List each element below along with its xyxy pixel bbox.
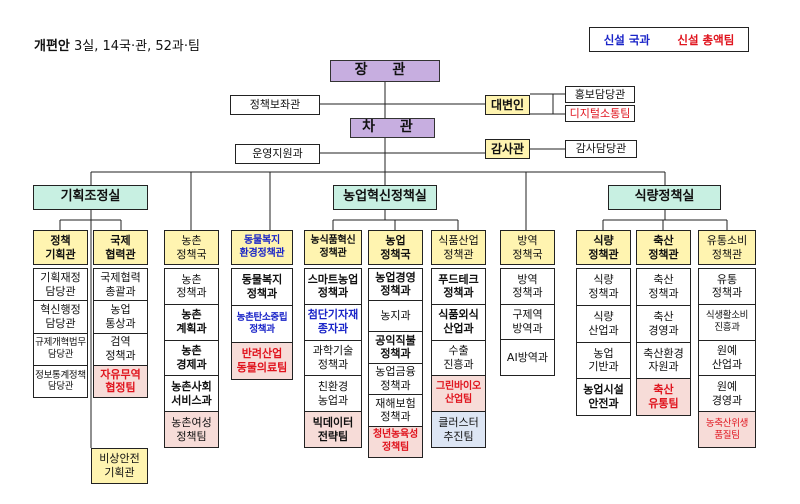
legend-new-bureau: 신설 국과 [603, 32, 651, 47]
minister-box: 장 관 [330, 60, 440, 82]
office-food: 식량정책실 [608, 185, 721, 210]
legend-new-team: 신설 총액팀 [677, 32, 735, 47]
digital-team-box: 디지털소통팀 [565, 105, 635, 122]
office-planning: 기획조정실 [33, 185, 148, 210]
pr-officer-box: 홍보담당관 [565, 86, 635, 103]
unit-cell: 농지과 [369, 299, 422, 332]
vice-minister-box: 차 관 [350, 118, 435, 138]
audit-officer-box: 감사담당관 [565, 140, 637, 158]
audit-box: 감사관 [485, 139, 530, 159]
ops-support-box: 운영지원과 [235, 144, 320, 164]
legend: 신설 국과 신설 총액팀 [589, 27, 749, 52]
policy-advisor-box: 정책보좌관 [230, 95, 320, 115]
spokesperson-box: 대변인 [485, 95, 530, 115]
unit-cell: AI방역과 [501, 339, 554, 375]
office-innovation: 농업혁신정책실 [333, 185, 437, 210]
page-title: 개편안 3실, 14국·관, 52과·팀 [34, 39, 200, 54]
